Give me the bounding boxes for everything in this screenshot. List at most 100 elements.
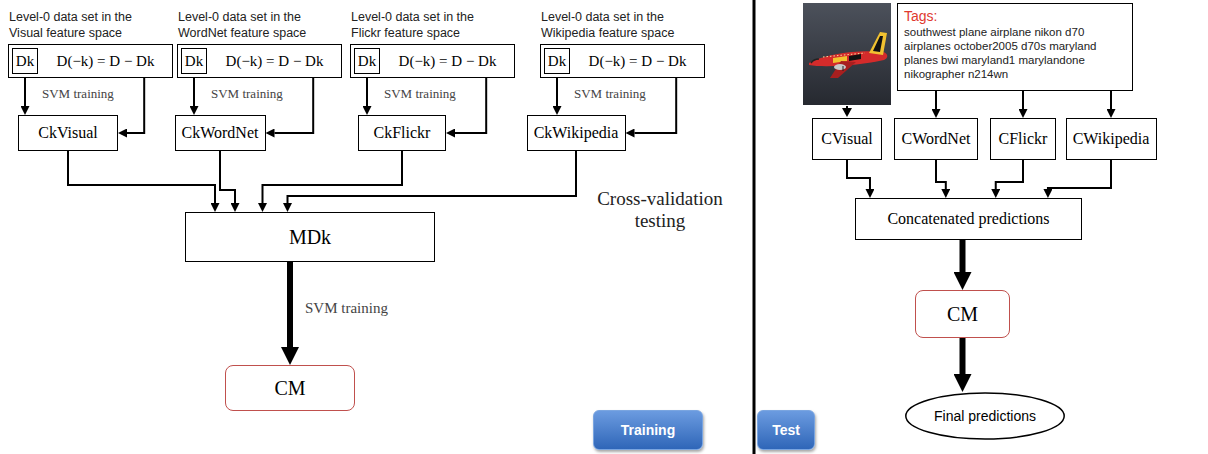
- remaining-cell: D(−k) = D − Dk: [210, 46, 339, 76]
- remaining-cell: D(−k) = D − Dk: [41, 46, 170, 76]
- training-label: SVM training: [42, 86, 114, 102]
- classifier-box: CkWikipedia: [527, 115, 626, 151]
- training-label: SVM training: [211, 86, 283, 102]
- flow-arrow: [635, 76, 677, 133]
- tags-box: Tags:southwest plane airplane nikon d70 …: [897, 3, 1133, 91]
- thick-arrow: [287, 262, 293, 347]
- classifier-box: CVisual: [812, 118, 882, 160]
- plane-tail-mark: [873, 36, 883, 52]
- node-text: Dk: [16, 53, 34, 70]
- classifier-box: CWikipedia: [1066, 118, 1157, 160]
- flow-arrow: [936, 160, 946, 189]
- flow-arrow: [193, 74, 195, 106]
- output-ellipse: Final predictions: [905, 392, 1065, 440]
- phase-button: Test: [757, 410, 815, 450]
- node-text: Training: [621, 422, 675, 438]
- node-text: Concatenated predictions: [887, 210, 1049, 228]
- dataset-box: Level-0 data set in the WordNet feature …: [177, 44, 342, 78]
- dataset-heading: Level-0 data set in the WordNet feature …: [178, 9, 328, 41]
- flow-arrow: [1048, 160, 1111, 189]
- flow-arrow: [366, 74, 368, 106]
- remaining-cell: D(−k) = D − Dk: [383, 46, 512, 76]
- node-text: CWordNet: [902, 130, 971, 148]
- fold-cell: Dk: [544, 48, 570, 74]
- flow-arrow: [996, 160, 1023, 189]
- plane-tail: [869, 32, 887, 55]
- plane-cockpit: [811, 59, 819, 63]
- meta-data-box: MDk: [185, 212, 435, 262]
- node-text: Dk: [358, 53, 376, 70]
- fold-cell: Dk: [12, 48, 38, 74]
- classifier-box: CkVisual: [18, 115, 118, 151]
- remaining-cell: D(−k) = D − Dk: [573, 46, 702, 76]
- node-text: CkWordNet: [182, 124, 259, 142]
- thick-arrow: [960, 338, 966, 374]
- plane-windows: [823, 53, 865, 57]
- node-text: D(−k) = D − Dk: [399, 53, 497, 70]
- classifier-box: CkFlickr: [358, 115, 446, 151]
- meta-classifier-box: CM: [915, 290, 1010, 338]
- node-text: D(−k) = D − Dk: [226, 53, 324, 70]
- classifier-box: CFlickr: [990, 118, 1056, 160]
- section-divider: [753, 0, 756, 454]
- photo-sky: [803, 3, 891, 105]
- flow-arrow: [1110, 91, 1112, 109]
- training-label: SVM training: [574, 86, 646, 102]
- node-text: CkFlickr: [374, 124, 431, 142]
- tags-title: Tags:: [904, 8, 937, 25]
- fold-cell: Dk: [181, 48, 207, 74]
- photo-arrowhead: [842, 108, 852, 117]
- dataset-box: Level-0 data set in the Visual feature s…: [8, 44, 173, 78]
- node-text: southwest plane airplane nikon d70 airpl…: [904, 25, 1126, 81]
- dataset-heading: Level-0 data set in the Flickr feature s…: [351, 9, 501, 41]
- phase-button: Training: [593, 410, 703, 450]
- dataset-box: Level-0 data set in the Wikipedia featur…: [540, 44, 705, 78]
- flow-arrow: [220, 151, 235, 203]
- node-text: Dk: [185, 53, 203, 70]
- flow-arrow: [24, 74, 26, 106]
- node-text: MDk: [289, 226, 331, 249]
- flow-arrow: [127, 76, 144, 133]
- step-label: Cross-validation testing: [585, 188, 735, 232]
- ellipse-shape: [906, 393, 1064, 439]
- node-text: CkWikipedia: [534, 124, 619, 142]
- flow-arrow: [847, 160, 870, 189]
- flow-arrow: [556, 74, 558, 106]
- airplane-photo: [803, 3, 891, 105]
- plane-gear: [843, 66, 844, 71]
- node-text: Final predictions: [934, 408, 1036, 424]
- node-text: Test: [772, 422, 800, 438]
- dataset-box: Level-0 data set in the Flickr feature s…: [350, 44, 515, 78]
- dataset-heading: Level-0 data set in the Visual feature s…: [9, 9, 159, 41]
- concat-box: Concatenated predictions: [855, 198, 1082, 240]
- node-text: CVisual: [821, 130, 872, 148]
- node-text: D(−k) = D − Dk: [589, 53, 687, 70]
- node-text: CM: [947, 303, 978, 326]
- dataset-heading: Level-0 data set in the Wikipedia featur…: [541, 9, 691, 41]
- flow-arrow: [68, 151, 215, 203]
- node-text: CM: [274, 377, 305, 400]
- fold-cell: Dk: [354, 48, 380, 74]
- flow-arrow: [275, 76, 314, 133]
- node-text: CkVisual: [38, 124, 97, 142]
- flow-arrow: [935, 91, 937, 109]
- node-text: D(−k) = D − Dk: [57, 53, 155, 70]
- classifier-box: CWordNet: [894, 118, 978, 160]
- node-text: CFlickr: [999, 130, 1048, 148]
- flow-arrow: [288, 151, 577, 203]
- meta-classifier-box: CM: [225, 365, 355, 411]
- plane-engine: [834, 64, 846, 70]
- plane-stripe: [849, 54, 861, 61]
- classifier-box: CkWordNet: [175, 115, 266, 151]
- node-text: CWikipedia: [1073, 130, 1150, 148]
- training-label: SVM training: [305, 300, 388, 317]
- flow-arrow: [1022, 91, 1024, 109]
- flow-arrow: [455, 76, 486, 133]
- thick-arrow: [960, 240, 966, 272]
- plane-wing: [830, 61, 856, 78]
- training-label: SVM training: [384, 86, 456, 102]
- node-text: Dk: [548, 53, 566, 70]
